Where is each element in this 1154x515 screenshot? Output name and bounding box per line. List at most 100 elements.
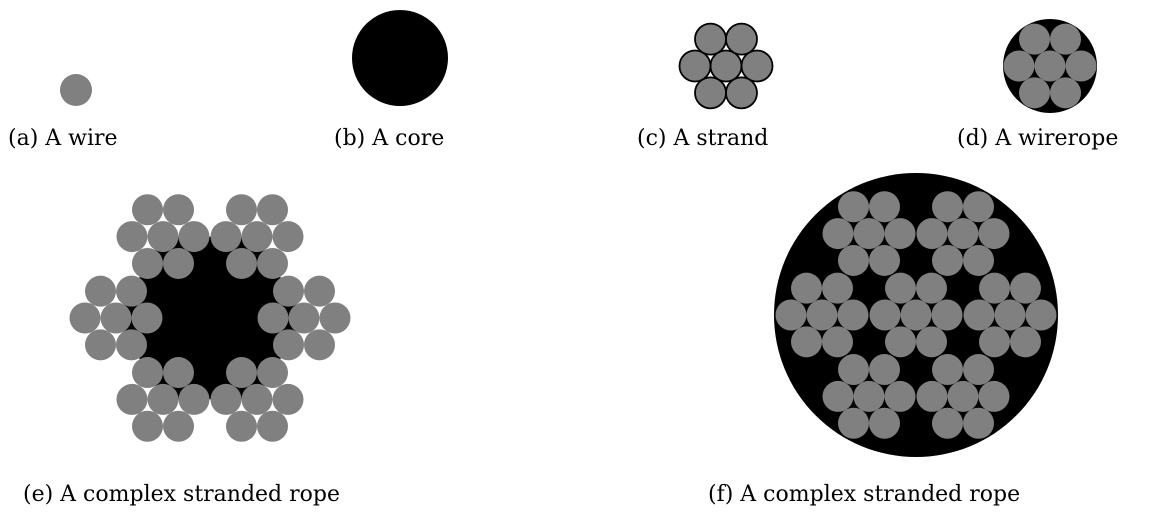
wire bbox=[163, 410, 194, 442]
wire bbox=[241, 383, 273, 415]
wire bbox=[147, 221, 179, 253]
wire bbox=[963, 299, 995, 331]
wire bbox=[822, 218, 854, 250]
wire bbox=[791, 272, 822, 304]
wire bbox=[978, 218, 1010, 250]
wire bbox=[131, 302, 163, 334]
caption-d: (d) A wirerope bbox=[957, 126, 1119, 151]
wire bbox=[1019, 23, 1050, 55]
wire bbox=[132, 410, 163, 442]
strand bbox=[822, 191, 916, 276]
wire bbox=[822, 326, 853, 358]
wire bbox=[210, 383, 242, 415]
wire bbox=[963, 354, 994, 386]
strand bbox=[210, 194, 304, 279]
caption-a: (a) A wire bbox=[8, 126, 118, 151]
wire bbox=[916, 272, 947, 304]
wire bbox=[838, 354, 869, 386]
strand bbox=[116, 357, 210, 442]
wire bbox=[147, 383, 179, 415]
wire bbox=[1019, 77, 1050, 109]
wire bbox=[931, 299, 963, 331]
wire bbox=[869, 407, 900, 439]
wire bbox=[725, 76, 758, 110]
wire bbox=[884, 218, 916, 250]
wire bbox=[226, 194, 257, 226]
wire bbox=[869, 299, 901, 331]
panel-d-wirerope bbox=[1003, 19, 1097, 113]
wire bbox=[257, 302, 289, 334]
wire bbox=[257, 194, 288, 226]
strand bbox=[916, 354, 1010, 439]
wire bbox=[272, 221, 304, 253]
wire bbox=[226, 410, 257, 442]
wire bbox=[60, 74, 92, 106]
panel-e-complex-rope bbox=[69, 194, 351, 442]
wire bbox=[994, 299, 1026, 331]
caption-b: (b) A core bbox=[334, 126, 445, 151]
wire bbox=[132, 194, 163, 226]
strand bbox=[775, 272, 869, 358]
wire bbox=[241, 221, 273, 253]
caption-c: (c) A strand bbox=[637, 126, 769, 151]
wire bbox=[885, 326, 916, 358]
wire bbox=[85, 275, 116, 307]
wire bbox=[304, 275, 335, 307]
strand bbox=[678, 22, 774, 110]
wire bbox=[853, 218, 885, 250]
wire bbox=[916, 326, 947, 358]
caption-f: (f) A complex stranded rope bbox=[708, 482, 1021, 507]
wire bbox=[1034, 50, 1066, 82]
wire bbox=[725, 22, 758, 56]
caption-e: (e) A complex stranded rope bbox=[23, 482, 341, 507]
wire bbox=[288, 302, 320, 334]
wire bbox=[257, 410, 288, 442]
wire bbox=[1003, 50, 1035, 82]
wire bbox=[85, 329, 116, 361]
wire bbox=[116, 383, 148, 415]
wire bbox=[1050, 77, 1081, 109]
wire bbox=[932, 354, 963, 386]
wire bbox=[709, 49, 743, 83]
wire bbox=[979, 326, 1010, 358]
wire bbox=[132, 357, 163, 389]
wire bbox=[69, 302, 101, 334]
strand bbox=[116, 194, 210, 279]
wire bbox=[932, 191, 963, 223]
panel-c-strand bbox=[678, 22, 774, 110]
wire bbox=[822, 380, 854, 412]
wire bbox=[1025, 299, 1057, 331]
wire bbox=[916, 218, 948, 250]
wire bbox=[900, 299, 932, 331]
wire bbox=[694, 76, 727, 110]
core-circle bbox=[352, 10, 448, 106]
wire bbox=[963, 407, 994, 439]
wire bbox=[132, 247, 163, 279]
wire bbox=[1065, 50, 1097, 82]
wire bbox=[257, 357, 288, 389]
wire bbox=[775, 299, 807, 331]
wire bbox=[678, 49, 712, 83]
panel-b-core bbox=[352, 10, 448, 106]
wire bbox=[978, 380, 1010, 412]
wire bbox=[257, 247, 288, 279]
wire bbox=[885, 272, 916, 304]
wire bbox=[116, 221, 148, 253]
wire bbox=[273, 329, 304, 361]
wire bbox=[869, 244, 900, 276]
strand bbox=[963, 272, 1057, 358]
wire bbox=[163, 194, 194, 226]
wire bbox=[319, 302, 351, 334]
wire bbox=[304, 329, 335, 361]
hexagon-core bbox=[116, 236, 304, 400]
wire bbox=[837, 299, 869, 331]
wire bbox=[979, 272, 1010, 304]
panel-a-wire bbox=[60, 74, 92, 106]
wire bbox=[791, 326, 822, 358]
strand bbox=[257, 275, 351, 361]
wire bbox=[163, 247, 194, 279]
wire bbox=[740, 49, 774, 83]
wire bbox=[963, 191, 994, 223]
wire bbox=[947, 218, 979, 250]
